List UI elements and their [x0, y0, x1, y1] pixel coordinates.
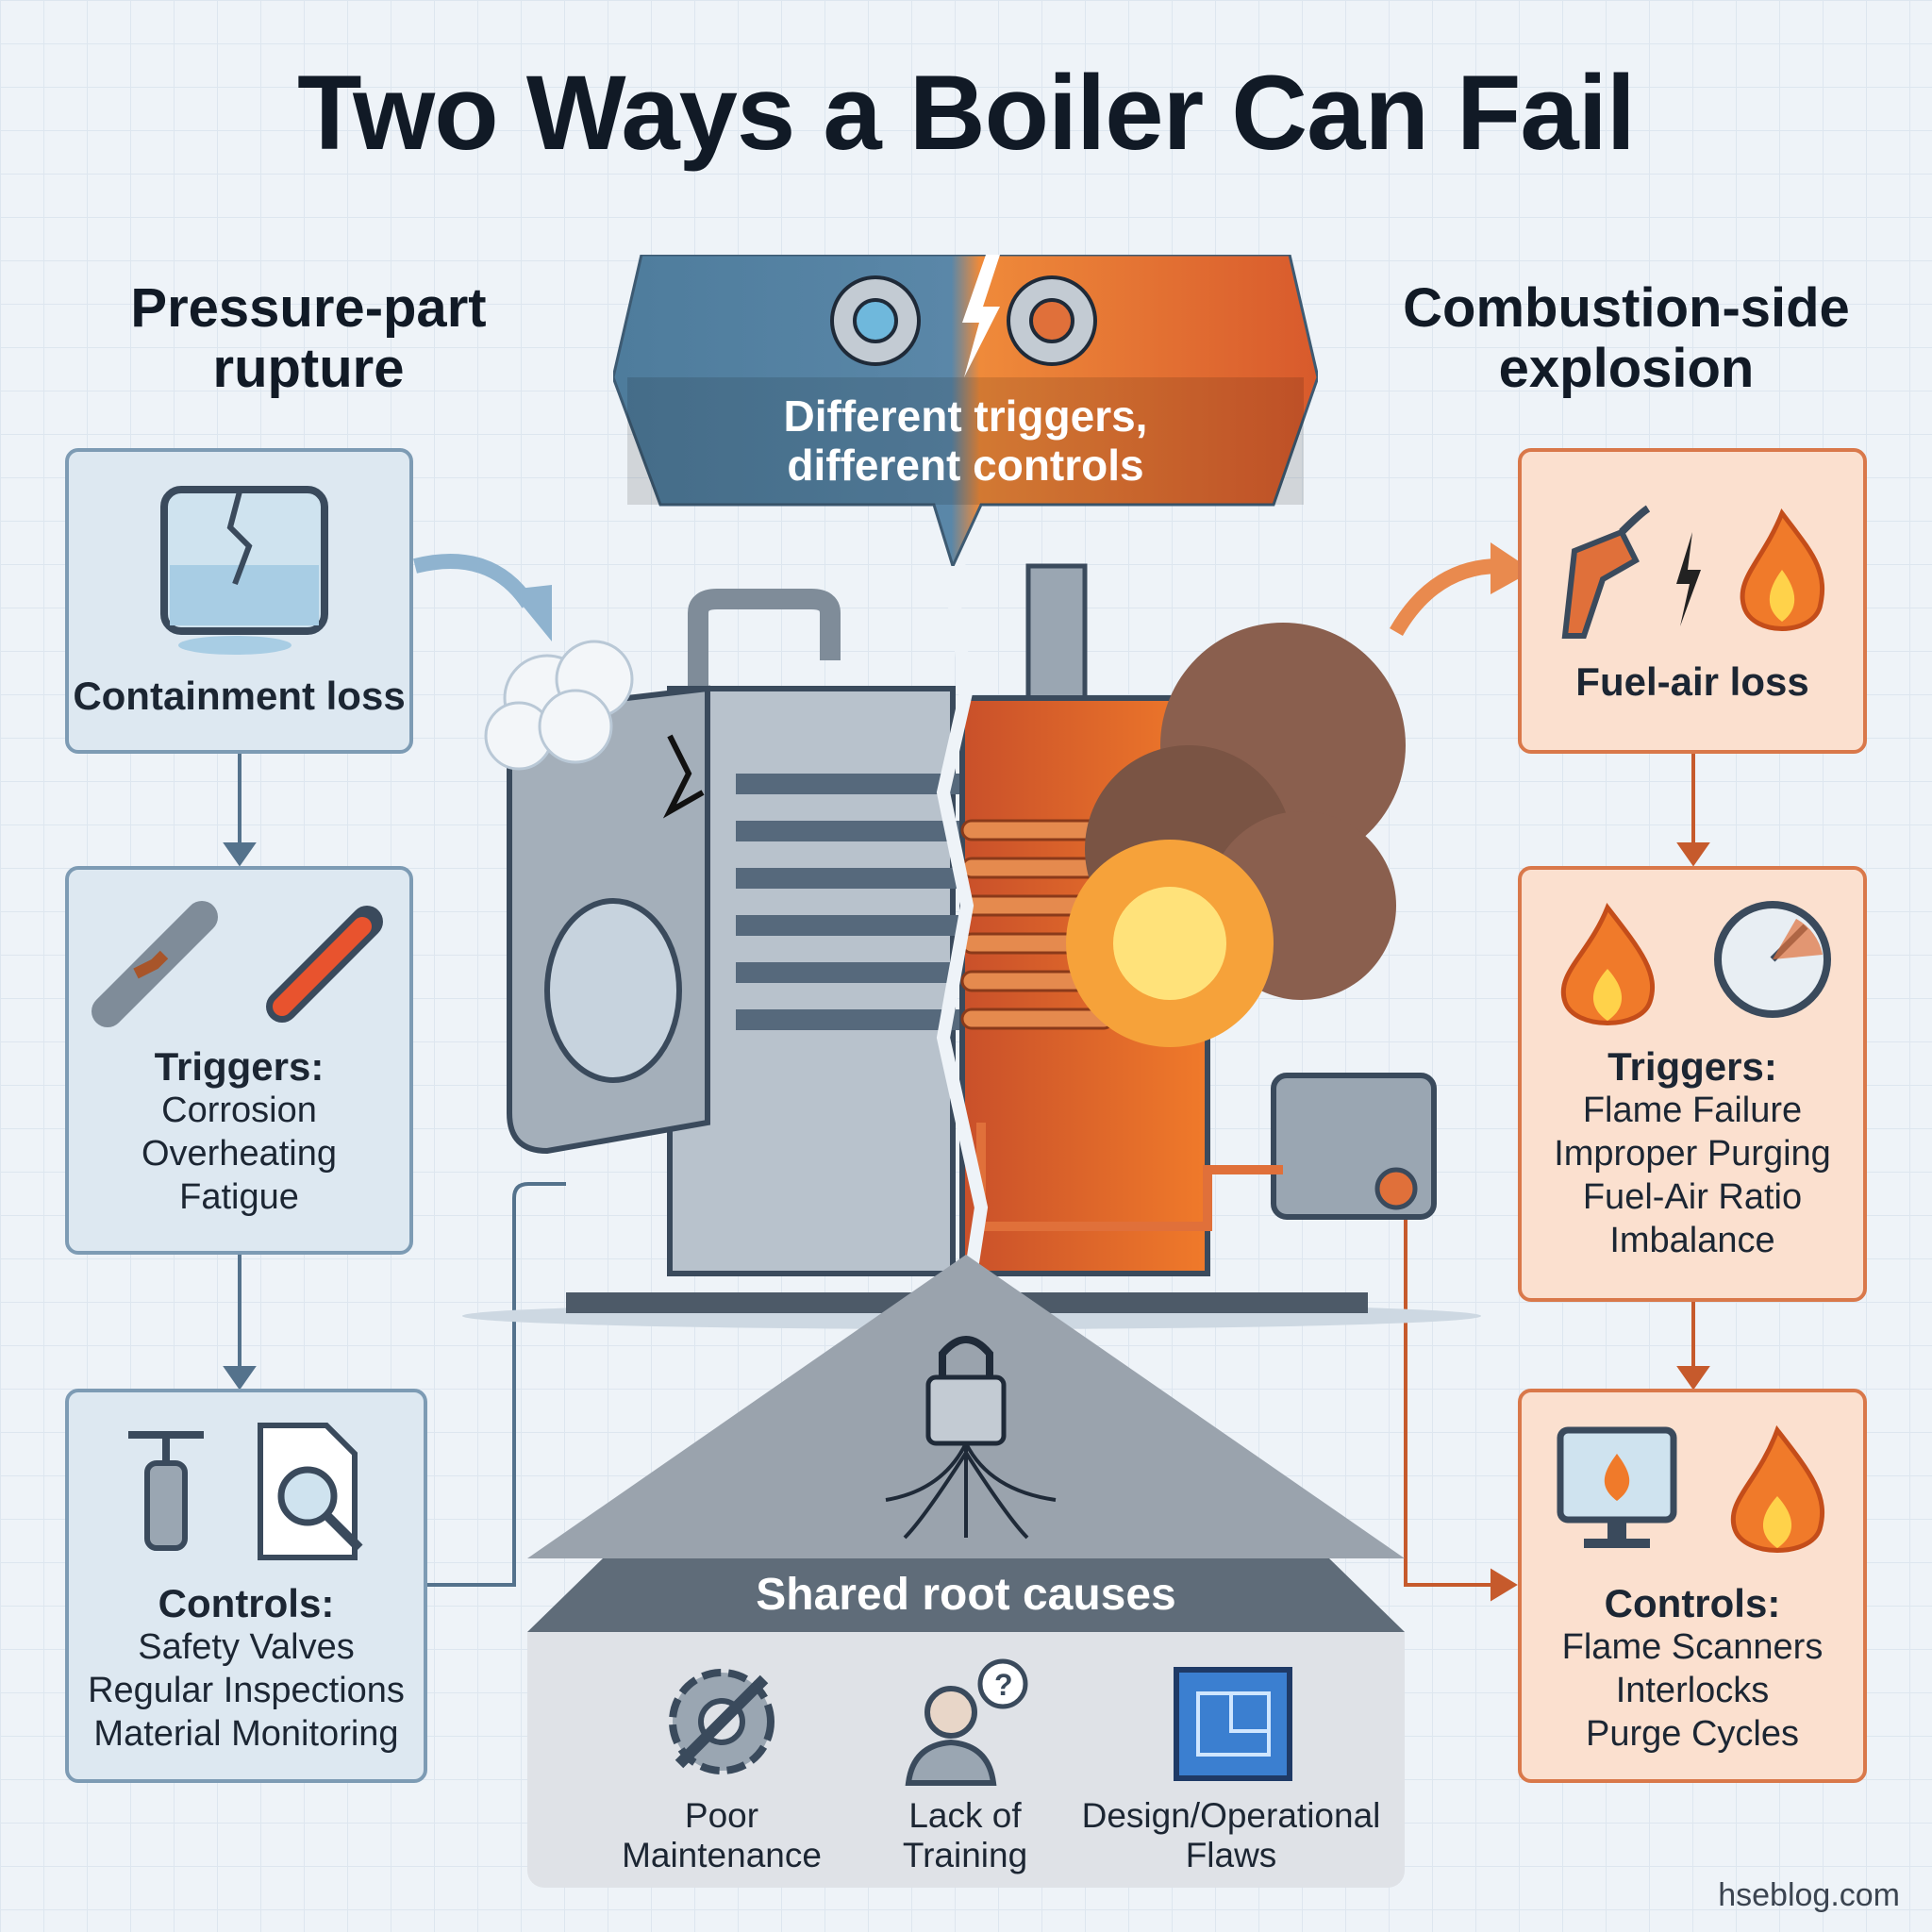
control-item: Purge Cycles	[1586, 1714, 1799, 1754]
cause-label: Training	[902, 1836, 1028, 1874]
cause-label: Design/Operational	[1081, 1796, 1381, 1835]
corroded-pipe-icon	[91, 901, 218, 1027]
gear-wrench-icon	[669, 1669, 774, 1774]
trigger-item: Fatigue	[179, 1177, 299, 1217]
gear-icon	[1007, 275, 1097, 366]
center-line2: different controls	[787, 441, 1144, 490]
trigger-item: Imbalance	[1609, 1221, 1775, 1260]
blueprint-icon	[1174, 1667, 1292, 1781]
fuel-nozzle-icon	[1561, 505, 1650, 639]
trigger-item: Fuel-Air Ratio	[1582, 1177, 1803, 1217]
center-banner-text: Different triggers,different controls	[613, 391, 1318, 490]
thermometer-hot-icon	[265, 906, 383, 1023]
svg-text:?: ?	[994, 1668, 1013, 1702]
roots-icon	[885, 1442, 1057, 1540]
cause-label: Lack of	[908, 1796, 1022, 1835]
right-controls-box: Controls: Flame Scanners Interlocks Purg…	[1518, 1389, 1867, 1783]
control-item: Regular Inspections	[88, 1671, 405, 1710]
flame-icon	[1730, 1424, 1825, 1553]
left-heading-line1: Pressure-part	[130, 277, 487, 339]
control-item: Safety Valves	[138, 1627, 355, 1667]
pressure-gauge-icon	[1714, 901, 1831, 1018]
fuel-air-loss-box: Fuel-air loss	[1518, 448, 1867, 754]
page-title: Two Ways a Boiler Can Fail	[297, 54, 1636, 172]
trigger-item: Overheating	[141, 1134, 337, 1174]
shared-root-heading: Shared root causes	[756, 1570, 1176, 1620]
boiler-illustration	[462, 547, 1481, 1330]
trigger-item: Corrosion	[161, 1091, 317, 1130]
right-heading-line1: Combustion-side	[1403, 277, 1850, 339]
left-triggers-title: Triggers:	[154, 1044, 325, 1089]
fire-icon	[1740, 508, 1825, 631]
cause-label: Poor	[684, 1796, 759, 1835]
right-heading-line2: explosion	[1498, 338, 1755, 399]
fuel-air-loss-label: Fuel-air loss	[1575, 659, 1809, 704]
control-item: Material Monitoring	[93, 1714, 399, 1754]
brand-watermark: hseblog.com	[1718, 1877, 1900, 1913]
left-controls-title: Controls:	[158, 1581, 335, 1625]
flame-monitor-icon	[1557, 1426, 1677, 1548]
inspection-document-icon	[258, 1423, 363, 1560]
center-banner	[613, 255, 1318, 566]
left-triggers-box: Triggers: Corrosion Overheating Fatigue	[65, 866, 413, 1255]
confused-person-icon: ?	[905, 1658, 1028, 1786]
gear-icon	[830, 275, 921, 366]
cause-label: Maintenance	[622, 1836, 822, 1874]
containment-loss-box: Containment loss	[65, 448, 413, 754]
control-item: Interlocks	[1615, 1671, 1770, 1710]
control-item: Flame Scanners	[1561, 1627, 1824, 1667]
right-triggers-box: Triggers: Flame Failure Improper Purging…	[1518, 866, 1867, 1302]
trigger-item: Improper Purging	[1554, 1134, 1831, 1174]
left-heading-line2: rupture	[212, 338, 405, 399]
left-controls-box: Controls: Safety Valves Regular Inspecti…	[65, 1389, 427, 1783]
shared-root-triangle	[527, 1255, 1405, 1632]
center-line1: Different triggers,	[783, 391, 1148, 441]
spark-icon	[1676, 532, 1701, 626]
containment-loss-label: Containment loss	[73, 674, 406, 718]
right-triggers-title: Triggers:	[1607, 1044, 1777, 1089]
cracked-vessel-icon	[159, 486, 328, 655]
flame-icon	[1560, 903, 1656, 1025]
trigger-item: Flame Failure	[1582, 1091, 1803, 1130]
cause-label: Flaws	[1185, 1836, 1277, 1874]
right-controls-title: Controls:	[1604, 1581, 1781, 1625]
safety-valve-icon	[128, 1431, 204, 1551]
